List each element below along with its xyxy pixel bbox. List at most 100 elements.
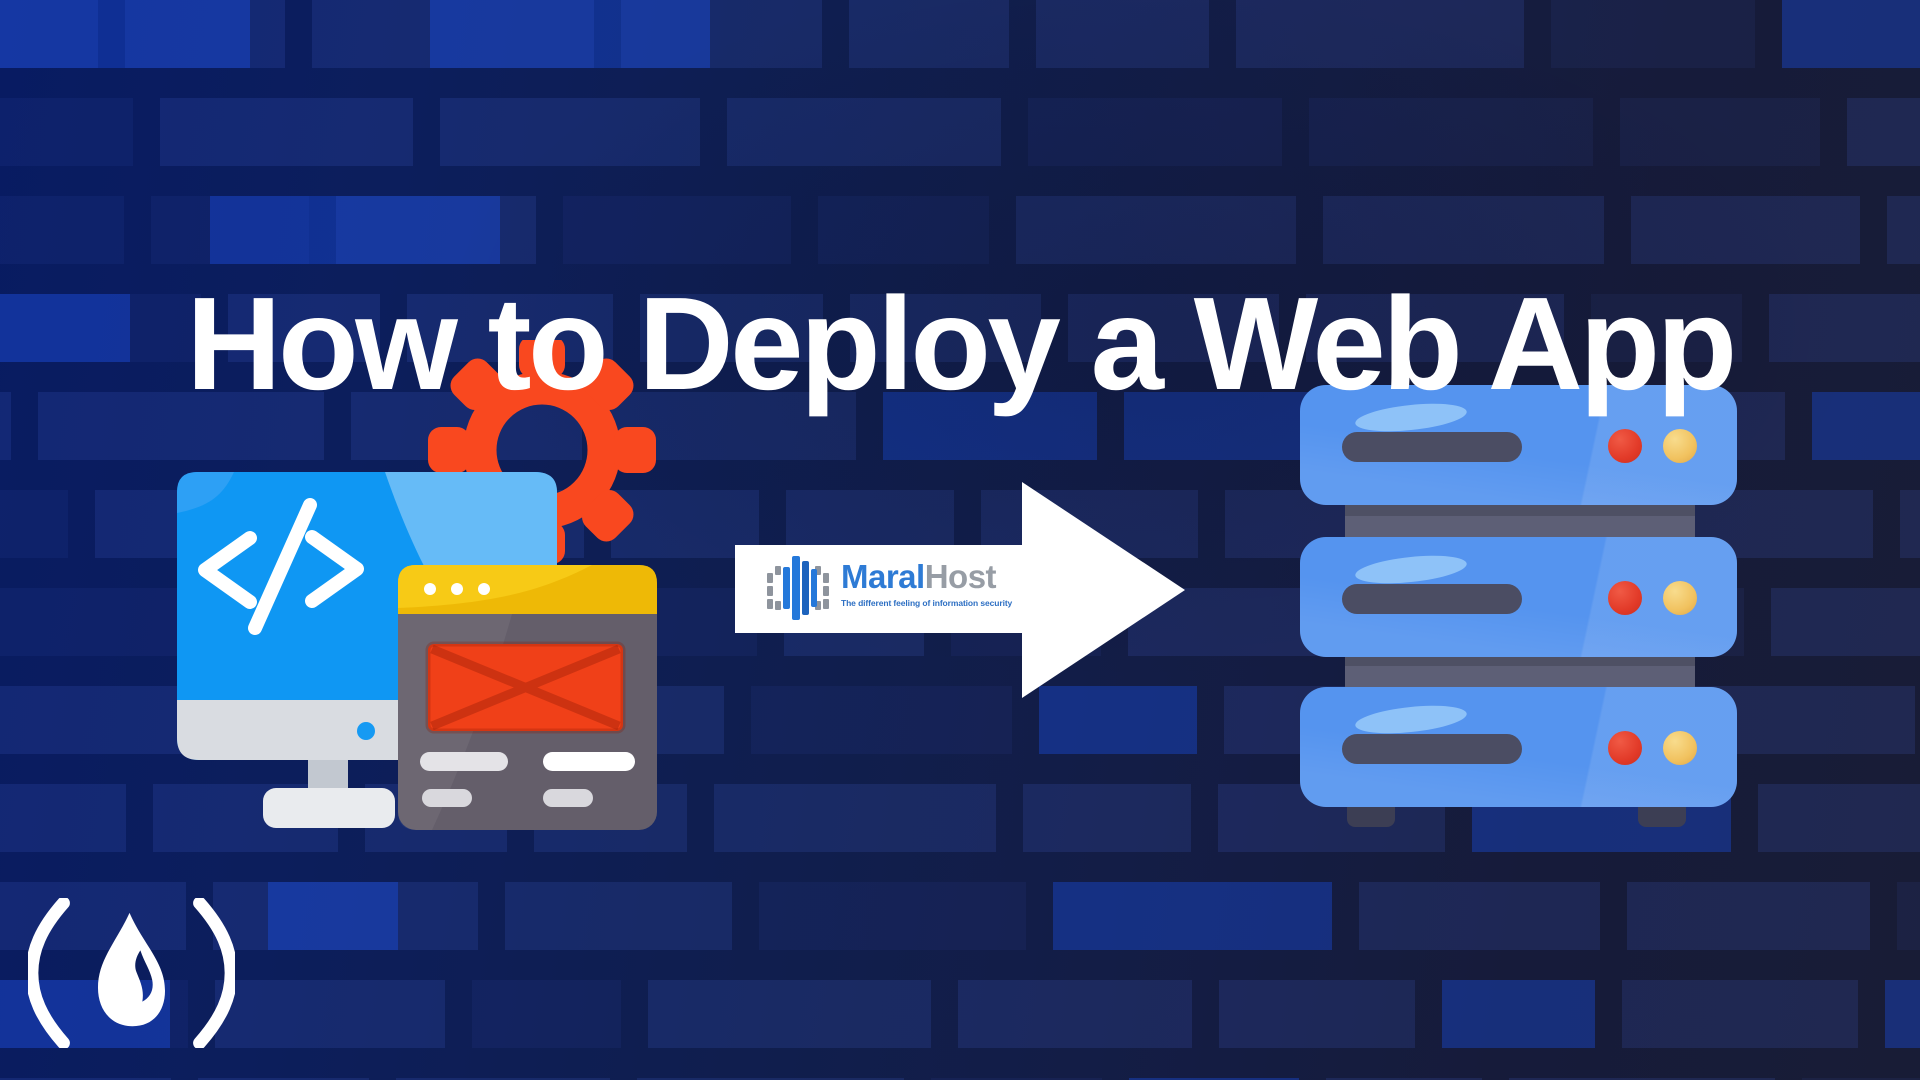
developer-workstation-illustration <box>177 340 657 830</box>
brick <box>430 0 710 68</box>
brick <box>440 98 700 166</box>
brick <box>563 196 791 264</box>
brick <box>1620 98 1820 166</box>
brick <box>1782 0 1920 68</box>
brick <box>268 882 398 950</box>
brick <box>1887 196 1920 264</box>
brick <box>1897 882 1920 950</box>
led-red-icon <box>1608 731 1642 765</box>
brick <box>210 196 500 264</box>
brick <box>0 294 201 362</box>
brick <box>727 98 1001 166</box>
led-red-icon <box>1608 581 1642 615</box>
brick <box>1023 784 1191 852</box>
brick <box>213 882 478 950</box>
brick <box>1771 588 1920 656</box>
brick <box>883 392 1097 460</box>
brick <box>1627 882 1870 950</box>
brick <box>407 294 613 362</box>
brick <box>1053 882 1332 950</box>
close-paren-icon <box>193 898 235 1048</box>
maralhost-shield-icon <box>767 556 829 620</box>
brick <box>1309 98 1593 166</box>
brick <box>1885 980 1920 1048</box>
brick <box>1769 294 1920 362</box>
brick <box>0 882 186 950</box>
brick <box>505 882 732 950</box>
brick <box>0 196 124 264</box>
brick <box>1068 294 1279 362</box>
brick <box>472 980 621 1048</box>
text-line <box>422 789 472 807</box>
brick <box>1802 1078 1920 1080</box>
maralhost-wordmark: MaralHost The different feeling of infor… <box>841 558 1013 608</box>
window-dot-icon <box>451 583 463 595</box>
server-unit <box>1300 537 1737 657</box>
brick <box>818 196 989 264</box>
brick <box>1219 980 1415 1048</box>
brick <box>0 294 130 362</box>
brick <box>759 882 1026 950</box>
brick <box>1326 1078 1482 1080</box>
freecodecamp-logo <box>28 898 235 1048</box>
brick <box>1129 1078 1299 1080</box>
brick <box>312 0 594 68</box>
code-icon <box>198 498 364 635</box>
brick <box>1622 980 1858 1048</box>
brick <box>1591 294 1742 362</box>
window-dot-icon <box>424 583 436 595</box>
brand-name-secondary: Host <box>924 558 997 595</box>
browser-window-icon <box>398 565 657 830</box>
brick <box>648 980 931 1048</box>
server-slot <box>1342 734 1522 764</box>
brick <box>1306 294 1564 362</box>
image-placeholder-icon <box>425 641 626 734</box>
brick <box>1016 196 1296 264</box>
brick <box>336 196 536 264</box>
brick <box>637 1078 904 1080</box>
brick <box>198 1078 369 1080</box>
brick <box>611 490 759 558</box>
brick <box>0 0 250 68</box>
brick <box>850 294 1041 362</box>
brick <box>0 490 68 558</box>
brick <box>621 0 822 68</box>
brick <box>931 1078 1102 1080</box>
server-foot <box>1347 807 1395 827</box>
server-slot <box>1342 432 1522 462</box>
window-dot-icon <box>478 583 490 595</box>
brick <box>0 784 126 852</box>
brand-tagline: The different feeling of information sec… <box>841 597 1013 608</box>
server-foot <box>1638 807 1686 827</box>
brand-name-primary: Maral <box>841 558 925 595</box>
text-line <box>543 752 635 771</box>
brick <box>215 980 445 1048</box>
brick <box>1509 1078 1775 1080</box>
server-unit <box>1300 687 1737 807</box>
text-line <box>543 789 593 807</box>
brick <box>1758 784 1920 852</box>
brick <box>1236 0 1524 68</box>
open-paren-icon <box>28 898 70 1048</box>
led-yellow-icon <box>1663 429 1697 463</box>
brick <box>0 98 133 166</box>
freecodecamp-flame-icon <box>97 912 166 1027</box>
brick <box>228 294 380 362</box>
brick <box>1036 0 1209 68</box>
brick <box>1847 98 1920 166</box>
page-title: How to Deploy a Web App <box>186 270 1737 418</box>
server-slot <box>1342 584 1522 614</box>
brick <box>0 392 11 460</box>
server-stack-icon <box>1300 385 1737 829</box>
brick <box>849 0 1009 68</box>
brick <box>0 1078 171 1080</box>
brick <box>125 0 285 68</box>
maralhost-banner: MaralHost The different feeling of infor… <box>735 545 1041 633</box>
text-line <box>420 752 508 771</box>
brick <box>1900 490 1920 558</box>
led-red-icon <box>1608 429 1642 463</box>
server-unit <box>1300 385 1737 505</box>
monitor-base <box>263 788 395 828</box>
brick <box>1551 0 1755 68</box>
